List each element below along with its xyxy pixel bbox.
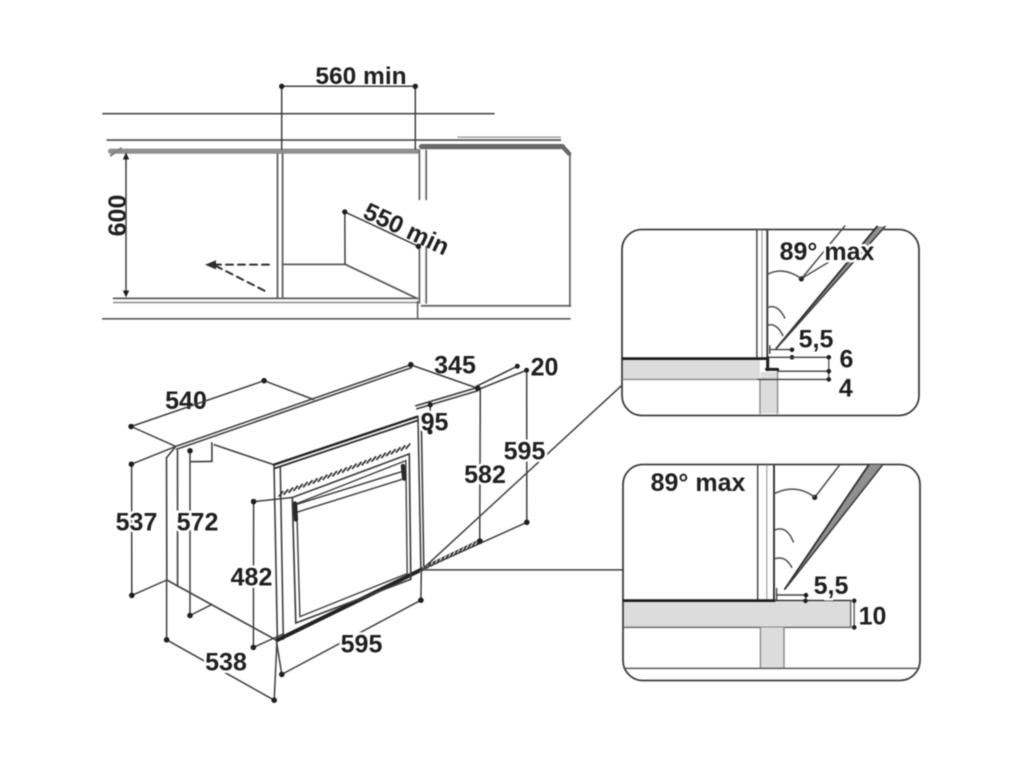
svg-text:560 min: 560 min (315, 63, 406, 90)
svg-text:482: 482 (231, 564, 273, 592)
svg-text:5,5: 5,5 (799, 326, 834, 354)
svg-text:582: 582 (464, 461, 506, 489)
svg-text:4: 4 (839, 374, 853, 402)
svg-text:537: 537 (116, 509, 158, 537)
svg-text:20: 20 (531, 354, 559, 382)
svg-text:538: 538 (205, 649, 247, 677)
svg-text:89° max: 89° max (651, 469, 746, 497)
svg-text:595: 595 (341, 631, 383, 659)
svg-text:89° max: 89° max (780, 238, 875, 266)
svg-text:540: 540 (165, 387, 207, 415)
svg-text:600: 600 (104, 195, 132, 237)
svg-text:572: 572 (177, 509, 219, 537)
svg-text:5,5: 5,5 (814, 572, 849, 600)
svg-text:595: 595 (504, 438, 546, 466)
svg-text:6: 6 (840, 345, 854, 373)
svg-text:10: 10 (859, 603, 887, 631)
svg-text:550 min: 550 min (359, 198, 453, 261)
svg-text:95: 95 (421, 409, 449, 437)
